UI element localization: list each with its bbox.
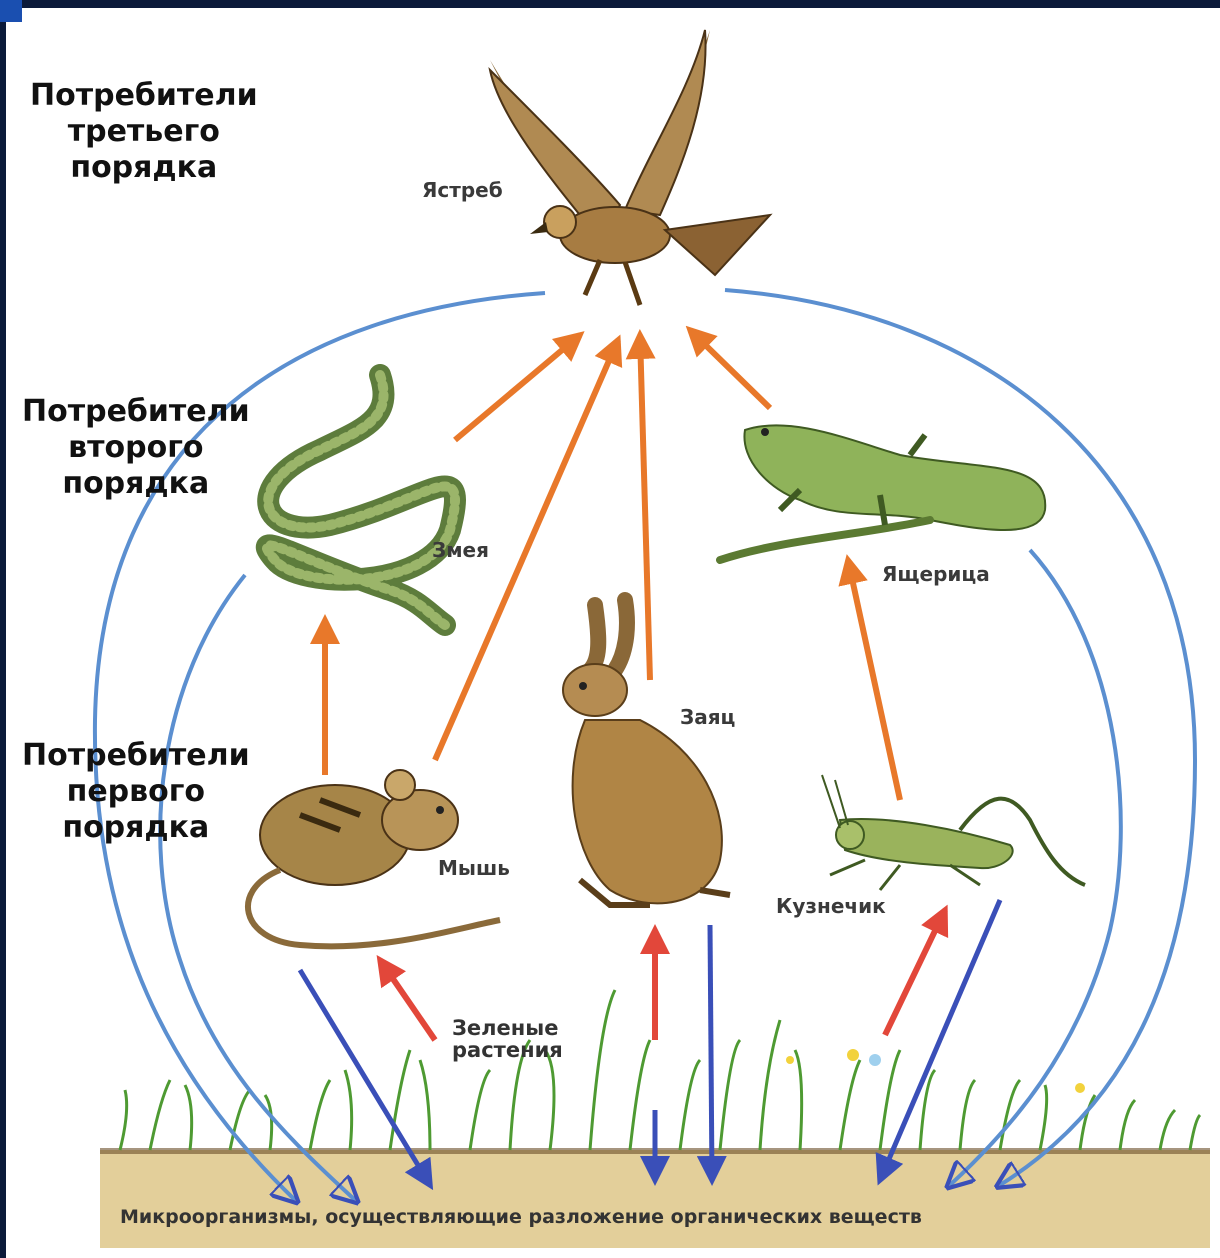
- label-hawk: Ястреб: [422, 178, 503, 202]
- level-label-first: Потребители первого порядка: [22, 738, 250, 846]
- snake-illustration: [267, 375, 455, 625]
- lizard-illustration: [720, 425, 1045, 560]
- label-snake: Змея: [432, 538, 489, 562]
- label-mouse: Мышь: [438, 856, 510, 880]
- label-green-plants: Зеленые растения: [452, 1017, 563, 1061]
- level-label-second: Потребители второго порядка: [22, 394, 250, 502]
- hawk-illustration: [490, 30, 770, 305]
- label-microorganisms: Микроорганизмы, осуществляющие разложени…: [120, 1206, 922, 1228]
- grasshopper-illustration: [822, 775, 1085, 890]
- label-hare: Заяц: [680, 705, 735, 729]
- level-label-third: Потребители третьего порядка: [30, 78, 258, 186]
- label-grasshopper: Кузнечик: [776, 894, 886, 918]
- label-lizard: Ящерица: [882, 562, 990, 586]
